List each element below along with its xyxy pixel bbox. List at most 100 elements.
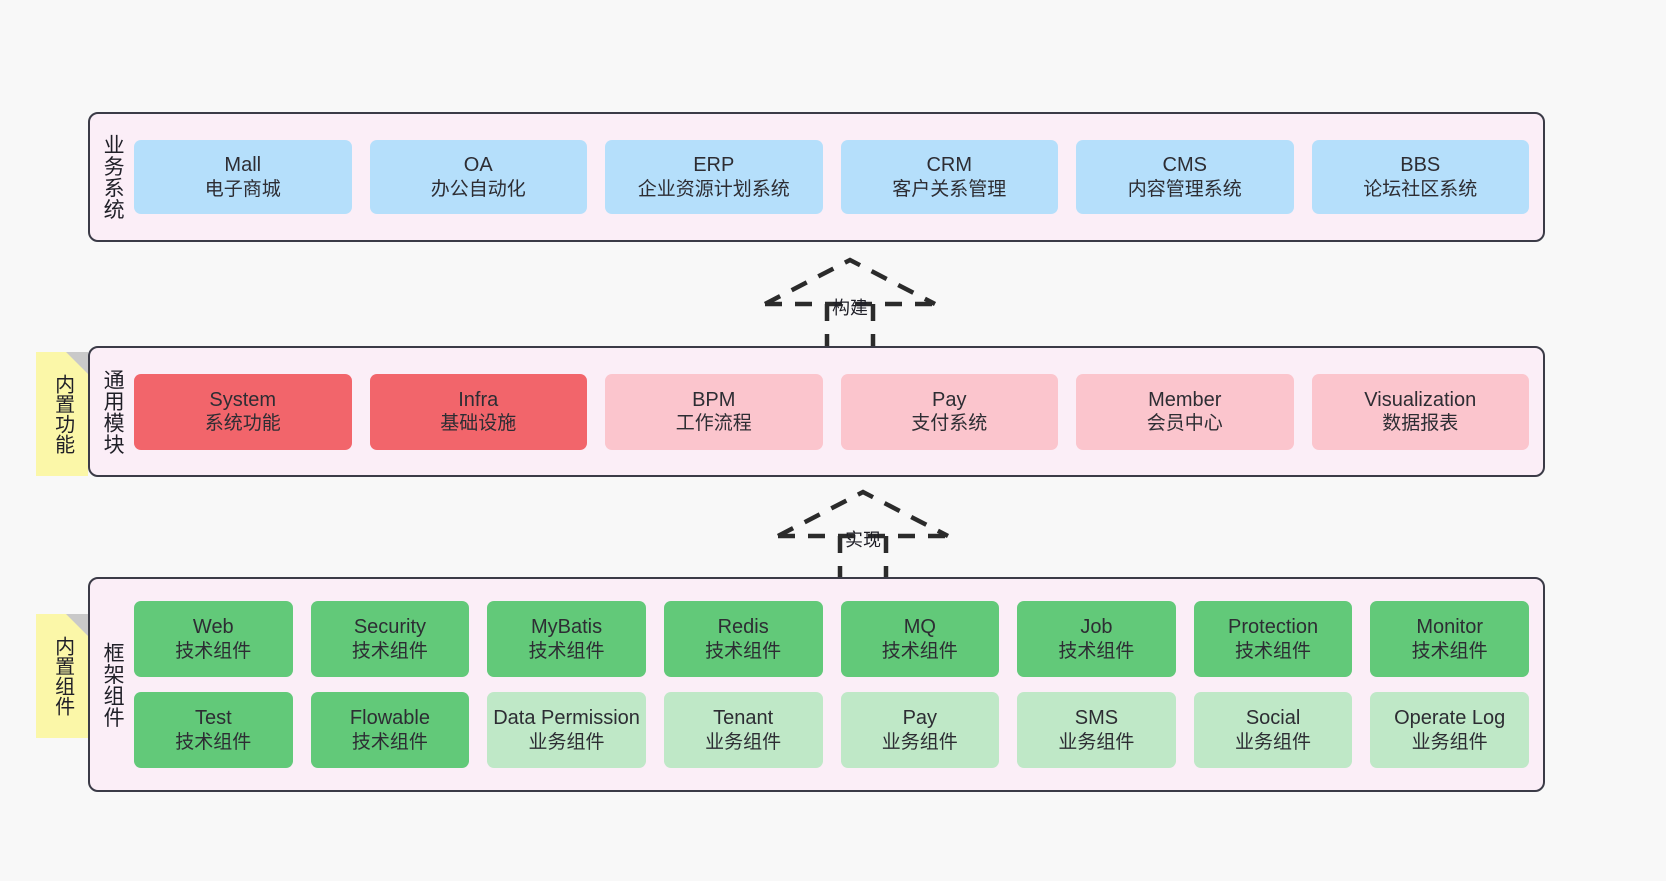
- card-erp[interactable]: ERP 企业资源计划系统: [605, 140, 823, 214]
- card-subtitle: 技术组件: [1058, 640, 1135, 662]
- card-visualization[interactable]: Visualization 数据报表: [1311, 373, 1529, 450]
- card-tenant[interactable]: Tenant 业务组件: [663, 692, 823, 768]
- card-subtitle: 客户关系管理: [892, 178, 1007, 200]
- card-title: BPM: [692, 388, 736, 411]
- card-title: Web: [192, 616, 234, 639]
- card-subtitle: 内容管理系统: [1127, 178, 1242, 200]
- card-bbs[interactable]: BBS 论坛社区系统: [1311, 140, 1529, 214]
- layer-common-body: System 系统功能 Infra 基础设施 BPM 工作流程 Pay 支付系统…: [134, 348, 1543, 475]
- framework-business-row: Test 技术组件 Flowable 技术组件 Data Permission …: [134, 692, 1529, 768]
- note-label: 内置组件: [51, 636, 74, 716]
- card-title: BBS: [1400, 154, 1441, 177]
- common-card-row: System 系统功能 Infra 基础设施 BPM 工作流程 Pay 支付系统…: [134, 373, 1529, 450]
- card-subtitle: 技术组件: [175, 731, 252, 753]
- card-title: MyBatis: [531, 616, 603, 639]
- card-crm[interactable]: CRM 客户关系管理: [840, 140, 1058, 214]
- card-data-permission[interactable]: Data Permission 业务组件: [487, 692, 646, 768]
- card-cms[interactable]: CMS 内容管理系统: [1076, 140, 1294, 214]
- card-title: SMS: [1074, 707, 1119, 730]
- card-title: ERP: [693, 154, 735, 177]
- card-title: Test: [194, 707, 232, 730]
- card-subtitle: 技术组件: [528, 640, 605, 662]
- card-subtitle: 技术组件: [351, 640, 428, 662]
- card-subtitle: 技术组件: [1411, 640, 1488, 662]
- card-subtitle: 业务组件: [1411, 731, 1488, 753]
- card-operate-log[interactable]: Operate Log 业务组件: [1370, 692, 1529, 768]
- card-infra[interactable]: Infra 基础设施: [369, 373, 587, 450]
- card-subtitle: 业务组件: [705, 731, 782, 753]
- business-card-row: Mall 电子商城 OA 办公自动化 ERP 企业资源计划系统 CRM 客户关系…: [134, 140, 1529, 214]
- card-flowable[interactable]: Flowable 技术组件: [310, 692, 470, 768]
- card-title: Security: [353, 616, 427, 639]
- card-subtitle: 技术组件: [175, 640, 252, 662]
- card-subtitle: 电子商城: [204, 178, 281, 200]
- card-mq[interactable]: MQ 技术组件: [840, 601, 1000, 677]
- card-mall[interactable]: Mall 电子商城: [134, 140, 352, 214]
- card-subtitle: 办公自动化: [430, 178, 526, 200]
- card-subtitle: 业务组件: [1235, 731, 1312, 753]
- card-subtitle: 技术组件: [881, 640, 958, 662]
- note-builtin-components: 内置组件: [36, 614, 88, 738]
- card-subtitle: 论坛社区系统: [1363, 178, 1478, 200]
- card-title: Monitor: [1416, 616, 1484, 639]
- layer-common-modules: 通用模块 System 系统功能 Infra 基础设施 BPM 工作流程 Pay…: [88, 346, 1545, 477]
- layer-framework-title: 框架组件: [101, 641, 125, 728]
- card-subtitle: 业务组件: [881, 731, 958, 753]
- layer-business-body: Mall 电子商城 OA 办公自动化 ERP 企业资源计划系统 CRM 客户关系…: [134, 114, 1543, 240]
- card-subtitle: 技术组件: [1235, 640, 1312, 662]
- card-title: System: [209, 388, 277, 411]
- card-subtitle: 技术组件: [351, 731, 428, 753]
- layer-framework-components: 框架组件 Web 技术组件 Security 技术组件 MyBatis 技术组件…: [88, 577, 1545, 792]
- card-oa[interactable]: OA 办公自动化: [369, 140, 587, 214]
- note-fold-corner-icon: [66, 352, 88, 374]
- card-redis[interactable]: Redis 技术组件: [663, 601, 823, 677]
- note-label: 内置功能: [51, 374, 74, 454]
- card-title: Tenant: [713, 707, 774, 730]
- card-title: MQ: [903, 616, 936, 639]
- card-subtitle: 工作流程: [675, 413, 752, 435]
- card-title: Visualization: [1364, 388, 1477, 411]
- card-protection[interactable]: Protection 技术组件: [1193, 601, 1353, 677]
- card-title: Social: [1245, 707, 1301, 730]
- layer-business-systems: 业务系统 Mall 电子商城 OA 办公自动化 ERP 企业资源计划系统 CRM…: [88, 112, 1545, 242]
- card-subtitle: 基础设施: [440, 413, 517, 435]
- card-title: CMS: [1162, 154, 1207, 177]
- note-builtin-features: 内置功能: [36, 352, 88, 476]
- card-pay[interactable]: Pay 支付系统: [840, 373, 1058, 450]
- card-pay-component[interactable]: Pay 业务组件: [840, 692, 1000, 768]
- card-title: Data Permission: [493, 707, 640, 730]
- card-title: CRM: [926, 154, 973, 177]
- layer-common-title: 通用模块: [101, 368, 125, 455]
- card-member[interactable]: Member 会员中心: [1076, 373, 1294, 450]
- card-title: Protection: [1228, 616, 1319, 639]
- layer-business-title: 业务系统: [101, 134, 125, 220]
- generalization-arrow-icon: [776, 489, 950, 585]
- card-system[interactable]: System 系统功能: [134, 373, 352, 450]
- card-test[interactable]: Test 技术组件: [134, 692, 293, 768]
- card-security[interactable]: Security 技术组件: [310, 601, 470, 677]
- card-title: Mall: [224, 154, 262, 177]
- note-fold-corner-icon: [66, 614, 88, 636]
- card-web[interactable]: Web 技术组件: [134, 601, 293, 677]
- card-subtitle: 会员中心: [1146, 413, 1223, 435]
- card-monitor[interactable]: Monitor 技术组件: [1370, 601, 1529, 677]
- card-subtitle: 系统功能: [204, 413, 281, 435]
- card-title: Flowable: [349, 707, 430, 730]
- card-sms[interactable]: SMS 业务组件: [1017, 692, 1176, 768]
- card-title: Operate Log: [1394, 707, 1506, 730]
- generalization-arrow-icon: [763, 257, 937, 353]
- card-social[interactable]: Social 业务组件: [1193, 692, 1353, 768]
- card-subtitle: 数据报表: [1382, 413, 1459, 435]
- card-title: Pay: [932, 388, 967, 411]
- card-bpm[interactable]: BPM 工作流程: [605, 373, 823, 450]
- connector-build: 构建: [755, 256, 945, 353]
- card-title: Pay: [902, 707, 938, 730]
- card-job[interactable]: Job 技术组件: [1017, 601, 1176, 677]
- card-subtitle: 技术组件: [705, 640, 782, 662]
- layer-framework-body: Web 技术组件 Security 技术组件 MyBatis 技术组件 Redi…: [134, 579, 1543, 790]
- card-title: Redis: [717, 616, 769, 639]
- card-subtitle: 企业资源计划系统: [637, 178, 790, 200]
- framework-tech-row: Web 技术组件 Security 技术组件 MyBatis 技术组件 Redi…: [134, 601, 1529, 677]
- card-mybatis[interactable]: MyBatis 技术组件: [487, 601, 646, 677]
